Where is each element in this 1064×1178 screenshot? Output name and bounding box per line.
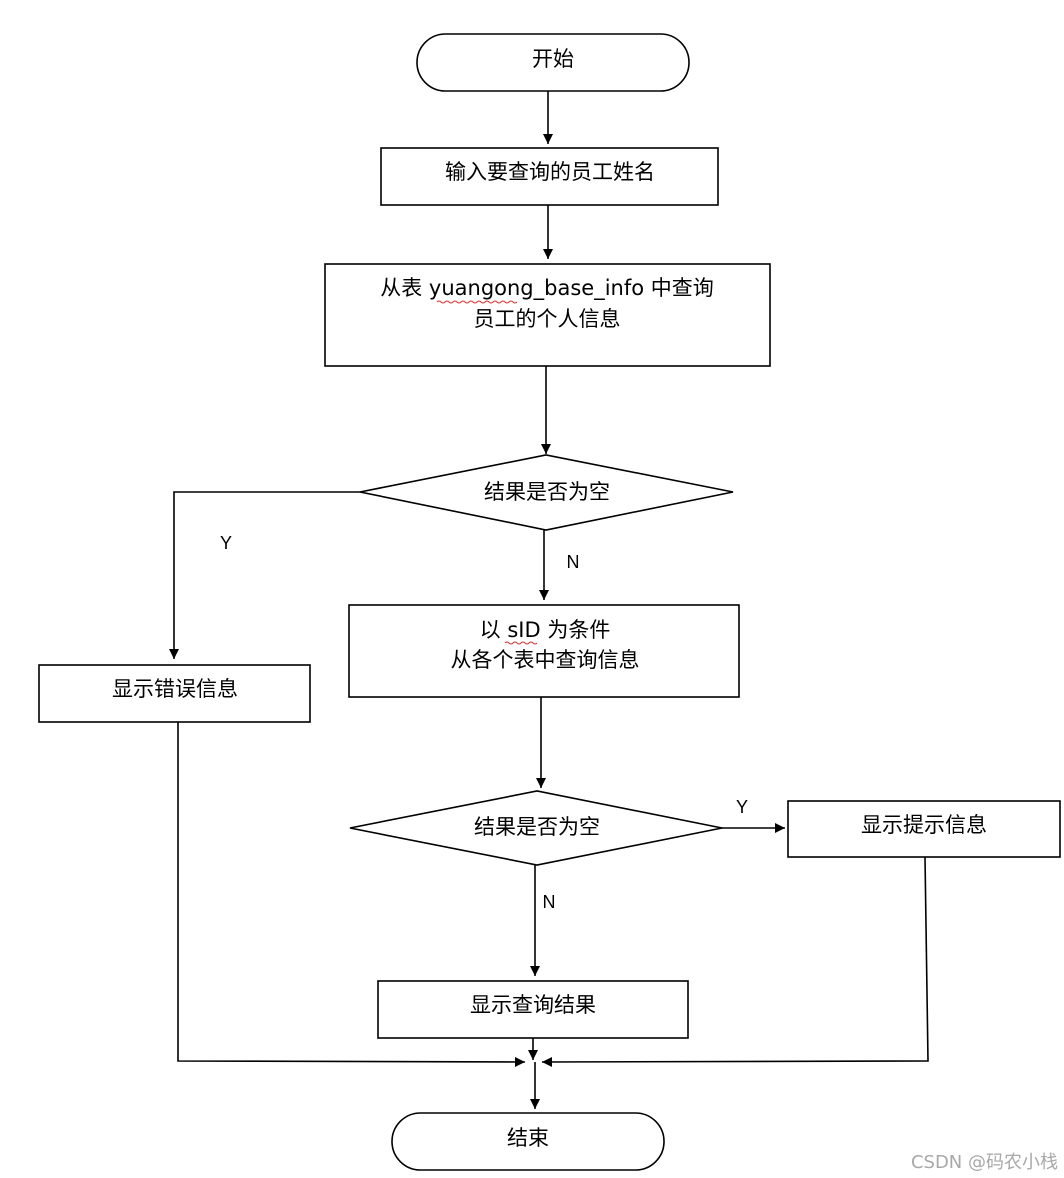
start-label: 开始 (532, 47, 574, 71)
check-empty-1-decision-shape (359, 454, 734, 531)
end-terminal-shape (391, 1112, 665, 1171)
node-show-error: 显示错误信息 (38, 664, 311, 723)
node-show-result: 显示查询结果 (377, 980, 689, 1039)
node-check-empty-1: 结果是否为空 (359, 454, 734, 531)
query-base-table-name: yuangong_base_info (429, 276, 644, 301)
edge-error-to-merge (177, 722, 526, 1067)
query-by-sid-process-shape (348, 604, 740, 698)
check-empty-2-label: 结果是否为空 (474, 815, 600, 839)
spellcheck-underline (436, 300, 518, 304)
node-query-base: 从表 yuangong_base_info 中查询 员工的个人信息 (324, 263, 771, 367)
show-result-process-shape (377, 980, 689, 1039)
show-error-label: 显示错误信息 (112, 677, 238, 701)
end-label: 结束 (507, 1126, 549, 1150)
node-show-hint: 显示提示信息 (787, 800, 1061, 858)
query-base-process-shape (324, 263, 771, 367)
query-base-prefix: 从表 (380, 276, 429, 300)
check2-yes-label: Y (736, 797, 748, 817)
show-error-process-shape (38, 664, 311, 723)
spellcheck-underline-sid (504, 641, 538, 645)
query-sid-prefix: 以 (480, 618, 508, 642)
input-name-label: 输入要查询的员工姓名 (445, 160, 655, 184)
show-hint-label: 显示提示信息 (861, 813, 987, 837)
node-check-empty-2: 结果是否为空 (349, 790, 723, 866)
query-by-sid-line2: 从各个表中查询信息 (451, 648, 640, 672)
node-input-name: 输入要查询的员工姓名 (380, 147, 719, 206)
show-result-label: 显示查询结果 (470, 993, 596, 1017)
input-name-process-shape (380, 147, 719, 206)
query-base-line1: 从表 yuangong_base_info 中查询 (380, 276, 714, 301)
node-end: 结束 (391, 1112, 665, 1171)
check-empty-1-label: 结果是否为空 (484, 480, 610, 504)
query-sid-key: sID (507, 618, 540, 642)
query-base-suffix: 中查询 (644, 276, 714, 300)
node-start: 开始 (416, 33, 690, 92)
start-terminal-shape (416, 33, 690, 92)
edge-check1-yes-to-error (169, 491, 360, 659)
check-empty-2-decision-shape (349, 790, 723, 866)
check1-yes-label: Y (220, 533, 232, 553)
edge-hint-to-merge (541, 856, 929, 1067)
query-by-sid-line1: 以 sID 为条件 (480, 618, 611, 642)
show-hint-process-shape (787, 800, 1061, 858)
node-query-by-sid: 以 sID 为条件 从各个表中查询信息 (348, 604, 740, 698)
check2-no-label: N (543, 892, 556, 912)
query-sid-suffix: 为条件 (541, 618, 611, 642)
watermark-text: CSDN @码农小栈 (911, 1152, 1058, 1173)
edges (169, 91, 929, 1109)
query-base-line2: 员工的个人信息 (474, 307, 621, 331)
check1-no-label: N (567, 552, 580, 572)
